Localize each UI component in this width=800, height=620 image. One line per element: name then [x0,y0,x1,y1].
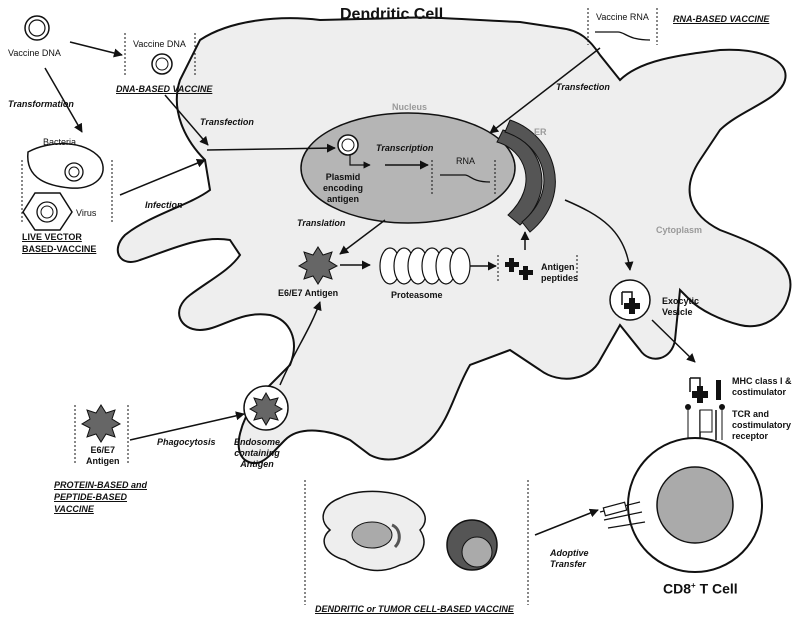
antigen-peptides-label: Antigen peptides [541,262,579,283]
proteasome-label: Proteasome [391,290,443,300]
transformation-label: Transformation [8,99,74,109]
adoptive-transfer-label: Adoptive Transfer [550,548,589,569]
bacteria-label: Bacteria [43,137,77,147]
live-vector-label-2: BASED-VACCINE [22,244,97,254]
infection-label: Infection [145,200,183,210]
cd8-t-cell-label: CD8+ T Cell [663,580,738,597]
e6e7-box-label: E6/E7 Antigen [86,445,120,466]
antigen-peptide-crosses [505,258,533,280]
mhc-label: MHC class I & costimulator [732,376,792,397]
protein-antigen-star [80,404,122,443]
protein-vaccine-label-1: PROTEIN-BASED and [54,480,148,490]
cytoplasm-label: Cytoplasm [656,225,703,235]
translation-label: Translation [297,218,346,228]
virus-label: Virus [76,208,97,218]
exocytic-vesicle-label: Exocytic Vesicle [662,296,700,317]
e6e7-antigen-star [297,246,339,285]
nucleus [300,112,516,224]
t-cell-nucleus [656,466,734,544]
nuclear-rna-strand [440,174,491,183]
proteasome [379,247,471,285]
nucleus-label: Nucleus [392,102,428,112]
vaccine-dna-box-label: Vaccine DNA [133,39,186,49]
t-cell-receptors [599,501,646,529]
e6e7-antigen-label: E6/E7 Antigen [278,288,339,298]
phagocytosis-label: Phagocytosis [157,437,216,447]
bacteria-shape [27,142,104,189]
rna-based-vaccine-label: RNA-BASED VACCINE [673,14,770,24]
vaccine-rna-label: Vaccine RNA [596,12,649,22]
transcription-label: Transcription [376,143,434,153]
pathway-arrows [44,41,696,536]
er-label: ER [534,127,547,137]
dendritic-tumor-vaccine-label: DENDRITIC or TUMOR CELL-BASED VACCINE [315,604,514,614]
protein-vaccine-label-3: VACCINE [54,504,94,514]
vaccine-dna-label: Vaccine DNA [8,48,61,58]
rna-label: RNA [456,156,476,166]
endosome-label: Endosome containing Antigen [234,437,281,469]
dendritic-cell-body [116,16,792,465]
tcr-label: TCR and costimulatory receptor [732,409,792,441]
dna-based-vaccine-label: DNA-BASED VACCINE [116,84,213,94]
mhc-class-i [685,377,725,440]
protein-vaccine-label-2: PEPTIDE-BASED [54,492,128,502]
plasmid-label: Plasmid encoding antigen [323,172,363,204]
title: Dendritic Cell [340,6,444,23]
live-vector-label-1: LIVE VECTOR [22,232,82,242]
vaccine-rna-strand [595,31,651,41]
transfection-label-1: Transfection [200,117,254,127]
transfection-label-2: Transfection [556,82,610,92]
